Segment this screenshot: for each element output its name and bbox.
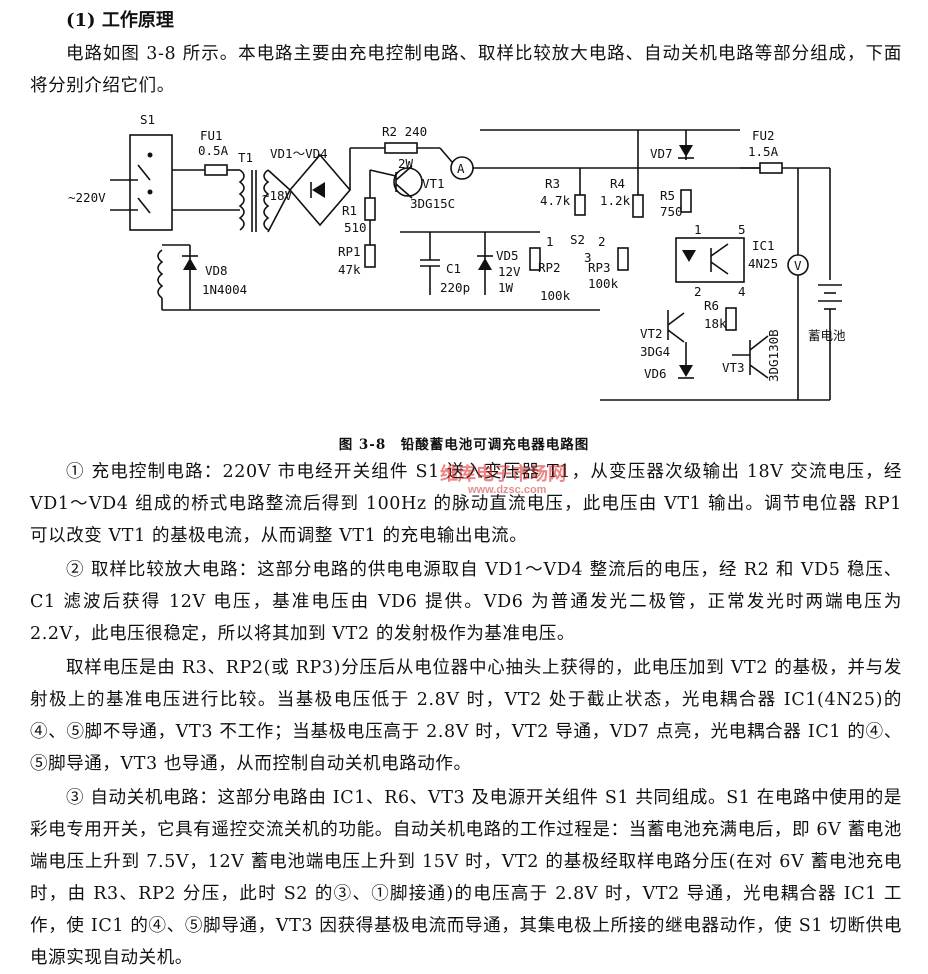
label-vt2-type: 3DG4 (640, 344, 670, 359)
bridge-rectifier: VD1～VD4 (267, 146, 352, 233)
label-ammeter: A (457, 161, 465, 176)
label-fu1-val: 0.5A (198, 143, 229, 158)
label-battery: 蓄电池 (808, 328, 846, 343)
label-r3: R3 (545, 176, 560, 191)
transistor-vt1: VT1 3DG15C (369, 165, 455, 211)
label-pin3-s2: 3 (584, 250, 592, 265)
watermark-url: www.dzsc.com (468, 484, 547, 496)
label-pin1: 1 (694, 222, 702, 237)
label-voltmeter: V (794, 258, 802, 273)
label-fu2-val: 1.5A (748, 144, 779, 159)
label-ic1-type: 4N25 (748, 256, 778, 271)
relay-coil-vd8: VD8 1N4004 (157, 244, 600, 311)
label-r6-val: 18k (704, 316, 727, 331)
circuit-schematic: S1 ~220V FU1 0.5A T1 ~18V VD1～VD4 R2 240… (68, 112, 846, 401)
sampling-network: R3 4.7k S2 1 2 3 RP2 100k RP3 100k (529, 168, 629, 303)
label-t1: T1 (238, 150, 253, 165)
label-r5-val: 750 (660, 204, 683, 219)
figure-caption: 图 3-8 铅酸蓄电池可调充电器电路图 (338, 437, 590, 453)
label-ic1: IC1 (752, 238, 775, 253)
watermark-brand: 维库电子市场网 (440, 464, 566, 484)
battery: 蓄电池 (808, 168, 846, 400)
section-paragraph: 取样电压是由 R3、RP2(或 RP3)分压后从电位器中心抽头上获得的，此电压加… (30, 658, 902, 774)
label-vt1-type: 3DG15C (410, 196, 455, 211)
label-vd6: VD6 (644, 366, 667, 381)
label-vd8-type: 1N4004 (202, 282, 247, 297)
label-fu2: FU2 (752, 128, 775, 143)
label-vd8: VD8 (205, 263, 228, 278)
voltmeter: V (787, 168, 809, 400)
label-pin4: 4 (738, 284, 746, 299)
label-s2: S2 (570, 232, 585, 247)
label-vd5-w: 1W (498, 280, 514, 295)
label-ac-in: ~220V (68, 190, 106, 205)
label-vd5-v: 12V (498, 264, 521, 279)
label-rp2: RP2 (538, 260, 561, 275)
label-s1: S1 (140, 112, 155, 127)
label-fu1: FU1 (200, 128, 223, 143)
section-paragraph: ① 充电控制电路：220V 市电经开关组件 S1 送入变压器 T1，从变压器次级… (30, 462, 902, 546)
label-rp2-val: 100k (540, 288, 571, 303)
section-paragraph: ② 取样比较放大电路：这部分电路的供电电源取自 VD1～VD4 整流后的电压，经… (30, 560, 902, 644)
label-rp3: RP3 (588, 260, 611, 275)
label-vd7: VD7 (650, 146, 673, 161)
label-r4: R4 (610, 176, 625, 191)
label-r5: R5 (660, 188, 675, 203)
switch-s1: S1 ~220V (68, 112, 173, 231)
r1-rp1: R1 510 RP1 47k (338, 170, 376, 277)
label-pin5: 5 (738, 222, 746, 237)
label-rp3-val: 100k (588, 276, 619, 291)
label-r3-val: 4.7k (540, 193, 571, 208)
label-pin1-s2: 1 (546, 234, 554, 249)
r4-vd7-r5: R4 1.2k VD7 R5 750 (480, 129, 740, 219)
label-vd5: VD5 (496, 248, 519, 263)
transistor-vt2: VT2 3DG4 VD6 (640, 310, 694, 381)
ammeter: A (439, 147, 760, 180)
label-vd1-vd4: VD1～VD4 (270, 146, 328, 161)
label-r1: R1 (342, 203, 357, 218)
r6-vt3: R6 18k VT3 3DG130B (600, 298, 830, 401)
label-c1-val: 220p (440, 280, 470, 295)
label-r1-val: 510 (344, 220, 367, 235)
label-vt2: VT2 (640, 326, 663, 341)
intro-paragraph: 电路如图 3-8 所示。本电路主要由充电控制电路、取样比较放大电路、自动关机电路… (30, 44, 902, 96)
section-heading: (1) 工作原理 (66, 10, 174, 31)
label-r2: R2 240 (382, 124, 427, 139)
label-r4-val: 1.2k (600, 193, 631, 208)
label-c1: C1 (446, 261, 461, 276)
label-rp1: RP1 (338, 244, 361, 259)
label-pin2: 2 (694, 284, 702, 299)
label-vt1: VT1 (422, 176, 445, 191)
label-rp1-val: 47k (338, 262, 361, 277)
section-paragraph: ③ 自动关机电路：这部分电路由 IC1、R6、VT3 及电源开关组件 S1 共同… (30, 788, 902, 968)
label-vt3: VT3 (722, 360, 745, 375)
zener-vd5: VD5 12V 1W (400, 231, 540, 295)
label-pin2-s2: 2 (598, 234, 606, 249)
label-vt3-type: 3DG130B (766, 329, 781, 382)
fuse-fu1: FU1 0.5A (172, 128, 240, 176)
fuse-fu2: FU2 1.5A (740, 128, 830, 174)
optocoupler-ic1: 1 5 2 4 IC1 4N25 (675, 222, 778, 299)
label-r6: R6 (704, 298, 719, 313)
capacitor-c1: C1 220p (420, 232, 470, 295)
watermark-logo: 维库电子市场网 www.dzsc.com (440, 460, 566, 496)
